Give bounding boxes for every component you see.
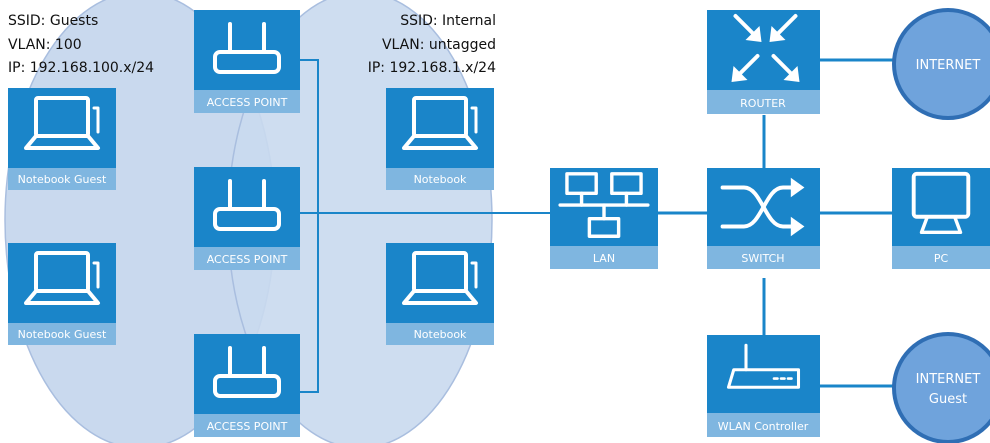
ap-trunk-link — [300, 59, 319, 393]
svg-text:SSID: Guests: SSID: Guests — [8, 13, 98, 29]
node-label: PC — [934, 252, 949, 265]
cloud-label: INTERNET — [916, 372, 981, 387]
node-label: LAN — [593, 252, 615, 265]
node-label: ACCESS POINT — [207, 420, 288, 433]
cloud-label: INTERNET — [916, 58, 981, 73]
node-label: ACCESS POINT — [207, 253, 288, 266]
notebook-node[interactable]: Notebook — [386, 243, 494, 345]
svg-text:SSID: Internal: SSID: Internal — [400, 13, 496, 29]
access-point-node[interactable]: ACCESS POINT — [194, 10, 300, 113]
node-label: ACCESS POINT — [207, 96, 288, 109]
pc-node[interactable]: PC — [892, 168, 990, 269]
svg-text:VLAN: untagged: VLAN: untagged — [382, 37, 496, 53]
node-label: Notebook Guest — [18, 328, 107, 341]
notebook-guest-node[interactable]: Notebook Guest — [8, 88, 116, 190]
node-label: ROUTER — [740, 97, 786, 110]
lan-node[interactable]: LAN — [550, 168, 658, 269]
cloud-sublabel: Guest — [929, 392, 967, 407]
ssid-guests-info: SSID: Guests VLAN: 100 IP: 192.168.100.x… — [8, 13, 154, 76]
access-point-node[interactable]: ACCESS POINT — [194, 334, 300, 437]
router-node[interactable]: ROUTER — [707, 10, 820, 114]
svg-text:IP: 192.168.1.x/24: IP: 192.168.1.x/24 — [368, 60, 496, 76]
ssid-internal-info: SSID: Internal VLAN: untagged IP: 192.16… — [368, 13, 496, 76]
notebook-node[interactable]: Notebook — [386, 88, 494, 190]
internet-cloud[interactable]: INTERNET — [892, 8, 990, 120]
svg-text:IP: 192.168.100.x/24: IP: 192.168.100.x/24 — [8, 60, 154, 76]
node-label: WLAN Controller — [718, 420, 809, 433]
node-label: Notebook Guest — [18, 173, 107, 186]
node-label: SWITCH — [741, 252, 784, 265]
wlan-controller-node[interactable]: WLAN Controller — [707, 335, 820, 437]
notebook-guest-node[interactable]: Notebook Guest — [8, 243, 116, 345]
switch-node[interactable]: SWITCH — [707, 168, 820, 269]
internet-guest-cloud[interactable]: INTERNET Guest — [892, 332, 990, 443]
access-point-node[interactable]: ACCESS POINT — [194, 167, 300, 270]
network-links — [300, 58, 898, 393]
svg-text:VLAN: 100: VLAN: 100 — [8, 37, 82, 53]
node-label: Notebook — [414, 328, 467, 341]
node-label: Notebook — [414, 173, 467, 186]
